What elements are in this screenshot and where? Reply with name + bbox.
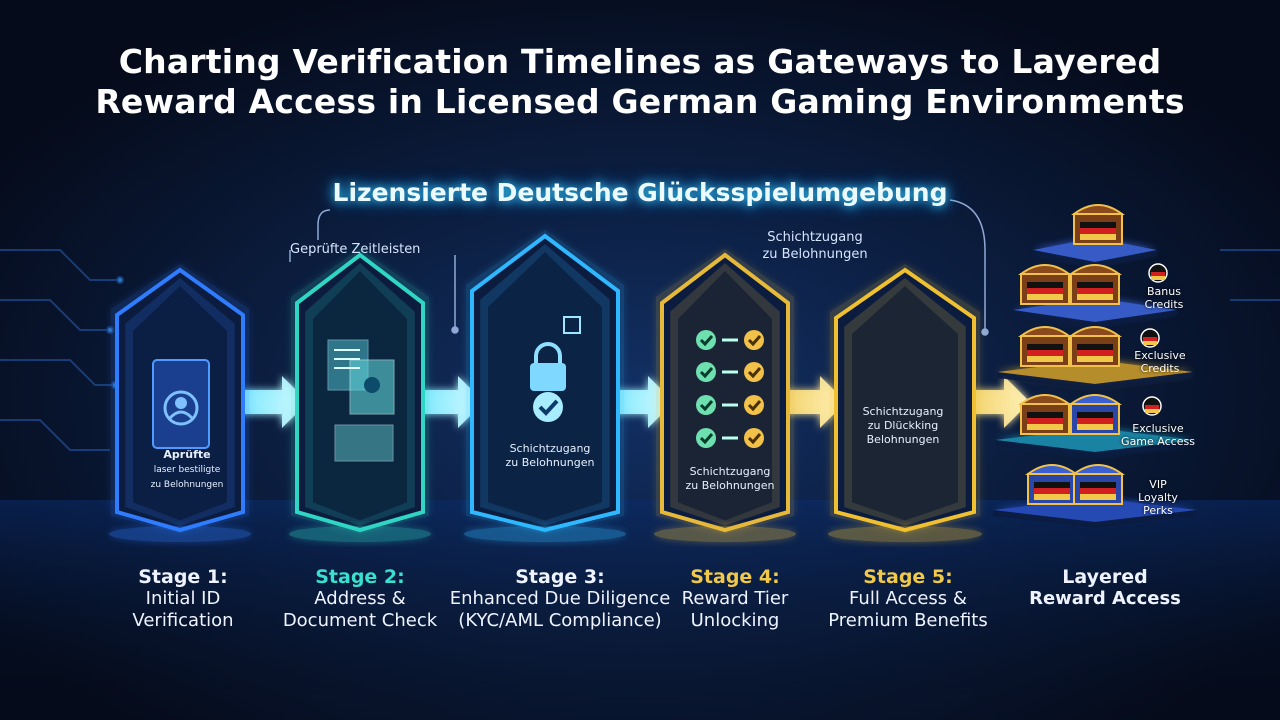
stage-5-inner-text: Schichtzugang zu Dlückking Belohnungen	[838, 405, 968, 447]
reward-platform-5	[993, 464, 1197, 528]
arrow-1-2	[230, 376, 308, 428]
arrow-2-3	[410, 376, 484, 428]
treasure-chest-icon	[1017, 394, 1073, 435]
stage-2-label: Stage 2:	[315, 566, 405, 588]
reward-platform-4	[995, 394, 1195, 458]
stage-3-inner-line1: Schichtzugang	[509, 442, 591, 455]
treasure-chest-icon	[1017, 326, 1073, 367]
title-line-1: Charting Verification Timelines as Gatew…	[118, 42, 1162, 81]
treasure-chest-icon	[1067, 264, 1123, 305]
banner-bracket	[289, 199, 989, 336]
stage-3-line2: (KYC/AML Compliance)	[458, 610, 662, 631]
tier-3-line1: Exclusive	[1132, 422, 1184, 435]
stage-2-line1: Address &	[314, 588, 406, 609]
treasure-chest-icon	[1067, 394, 1123, 435]
tier-3-line2: Game Access	[1121, 435, 1195, 448]
stage-4-inner-text: Schichtzugang zu Belohnungen	[670, 465, 790, 493]
note-layered-access-line2: zu Belohnungen	[762, 247, 868, 262]
arrow-5-rewards	[968, 376, 1030, 428]
stage-4-label: Stage 4:	[690, 566, 780, 588]
german-flag-icon	[1148, 263, 1168, 283]
title-line-2: Reward Access in Licensed German Gaming …	[95, 82, 1185, 121]
reward-platform-2	[1013, 264, 1177, 328]
banner-heading: Lizensierte Deutsche Glücksspielumgebung	[332, 178, 948, 207]
tier-2-line2: Credits	[1140, 362, 1180, 375]
stage-1-inner-line2: laser bestiligte	[153, 465, 221, 475]
tier-4-line3: Perks	[1143, 504, 1173, 517]
tier-4-line2: Loyalty	[1138, 491, 1178, 504]
note-verified-timelines: Geprüfte Zeitleisten	[290, 242, 421, 257]
stage-1-line1: Initial ID	[145, 588, 221, 609]
tier-label-exclusive-credits: Exclusive Credits	[1120, 349, 1200, 375]
treasure-chest-icon	[1070, 464, 1126, 505]
treasure-chest-icon	[1017, 264, 1073, 305]
stage-1-inner-line1: Aprüfte	[163, 448, 211, 461]
reward-platform-3	[997, 326, 1193, 390]
stage-1-inner-line3: zu Belohnungen	[150, 480, 224, 490]
tier-2-line1: Exclusive	[1134, 349, 1186, 362]
german-flag-icon	[1142, 396, 1162, 416]
stage-3-inner-text: Schichtzugang zu Belohnungen	[485, 442, 615, 470]
tier-4-line1: VIP	[1149, 478, 1167, 491]
stage-4-inner-line2: zu Belohnungen	[685, 479, 775, 492]
tier-1-line1: Banus	[1147, 285, 1181, 298]
tier-label-exclusive-game-access: Exclusive Game Access	[1112, 422, 1204, 448]
document-stack-icon	[327, 339, 395, 462]
lock-check-icon	[530, 316, 581, 422]
stage-5-line2: Premium Benefits	[828, 610, 988, 631]
stage-icons	[152, 316, 764, 462]
caption-stage-4: Stage 4: Reward Tier Unlocking	[640, 566, 830, 632]
stage-5-line1: Full Access &	[849, 588, 967, 609]
stage-5-shield	[828, 264, 982, 542]
tier-1-line2: Credits	[1144, 298, 1184, 311]
stage-4-inner-line1: Schichtzugang	[689, 465, 771, 478]
stage-1-label: Stage 1:	[138, 566, 228, 588]
note-layered-access-line1: Schichtzugang	[767, 230, 863, 245]
stage-5-inner-line3: Belohnungen	[866, 433, 940, 446]
stage-5-inner-line2: zu Dlückking	[867, 419, 939, 432]
stage-3-label: Stage 3:	[515, 566, 605, 588]
treasure-chest-icon	[1024, 464, 1080, 505]
stage-2-line2: Document Check	[282, 610, 438, 631]
checklist-icon	[696, 330, 764, 448]
tier-label-vip-loyalty: VIP Loyalty Perks	[1118, 478, 1198, 517]
stage-5-label: Stage 5:	[863, 566, 953, 588]
note-layered-access: Schichtzugang zu Belohnungen	[740, 229, 890, 263]
caption-stage-3: Stage 3: Enhanced Due Diligence (KYC/AML…	[445, 566, 675, 632]
caption-rewards: Layered Reward Access	[1010, 566, 1200, 610]
stage-arrows	[230, 376, 1030, 428]
stage-1-inner-text: Aprüfte laser bestiligte zu Belohnungen	[132, 448, 242, 492]
stage-4-line1: Reward Tier	[681, 588, 789, 609]
stage-5-inner-line1: Schichtzugang	[862, 405, 944, 418]
stage-1-line2: Verification	[132, 610, 234, 631]
tier-label-bonus-credits: Banus Credits	[1124, 285, 1204, 311]
stage-3-inner-line2: zu Belohnungen	[505, 456, 595, 469]
treasure-chest-icon	[1070, 204, 1126, 245]
id-card-icon	[152, 359, 210, 449]
caption-stage-2: Stage 2: Address & Document Check	[265, 566, 455, 632]
caption-stage-1: Stage 1: Initial ID Verification	[88, 566, 278, 632]
treasure-chest-icon	[1067, 326, 1123, 367]
stage-4-shield	[654, 249, 796, 542]
arrow-3-4	[600, 376, 674, 428]
rewards-line1: Layered	[1062, 566, 1148, 588]
stage-4-line2: Unlocking	[690, 610, 780, 631]
german-flag-icon	[1140, 328, 1160, 348]
stage-3-line1: Enhanced Due Diligence	[449, 588, 671, 609]
arrow-4-5	[780, 376, 846, 428]
caption-stage-5: Stage 5: Full Access & Premium Benefits	[813, 566, 1003, 632]
rewards-line2: Reward Access	[1029, 588, 1181, 609]
